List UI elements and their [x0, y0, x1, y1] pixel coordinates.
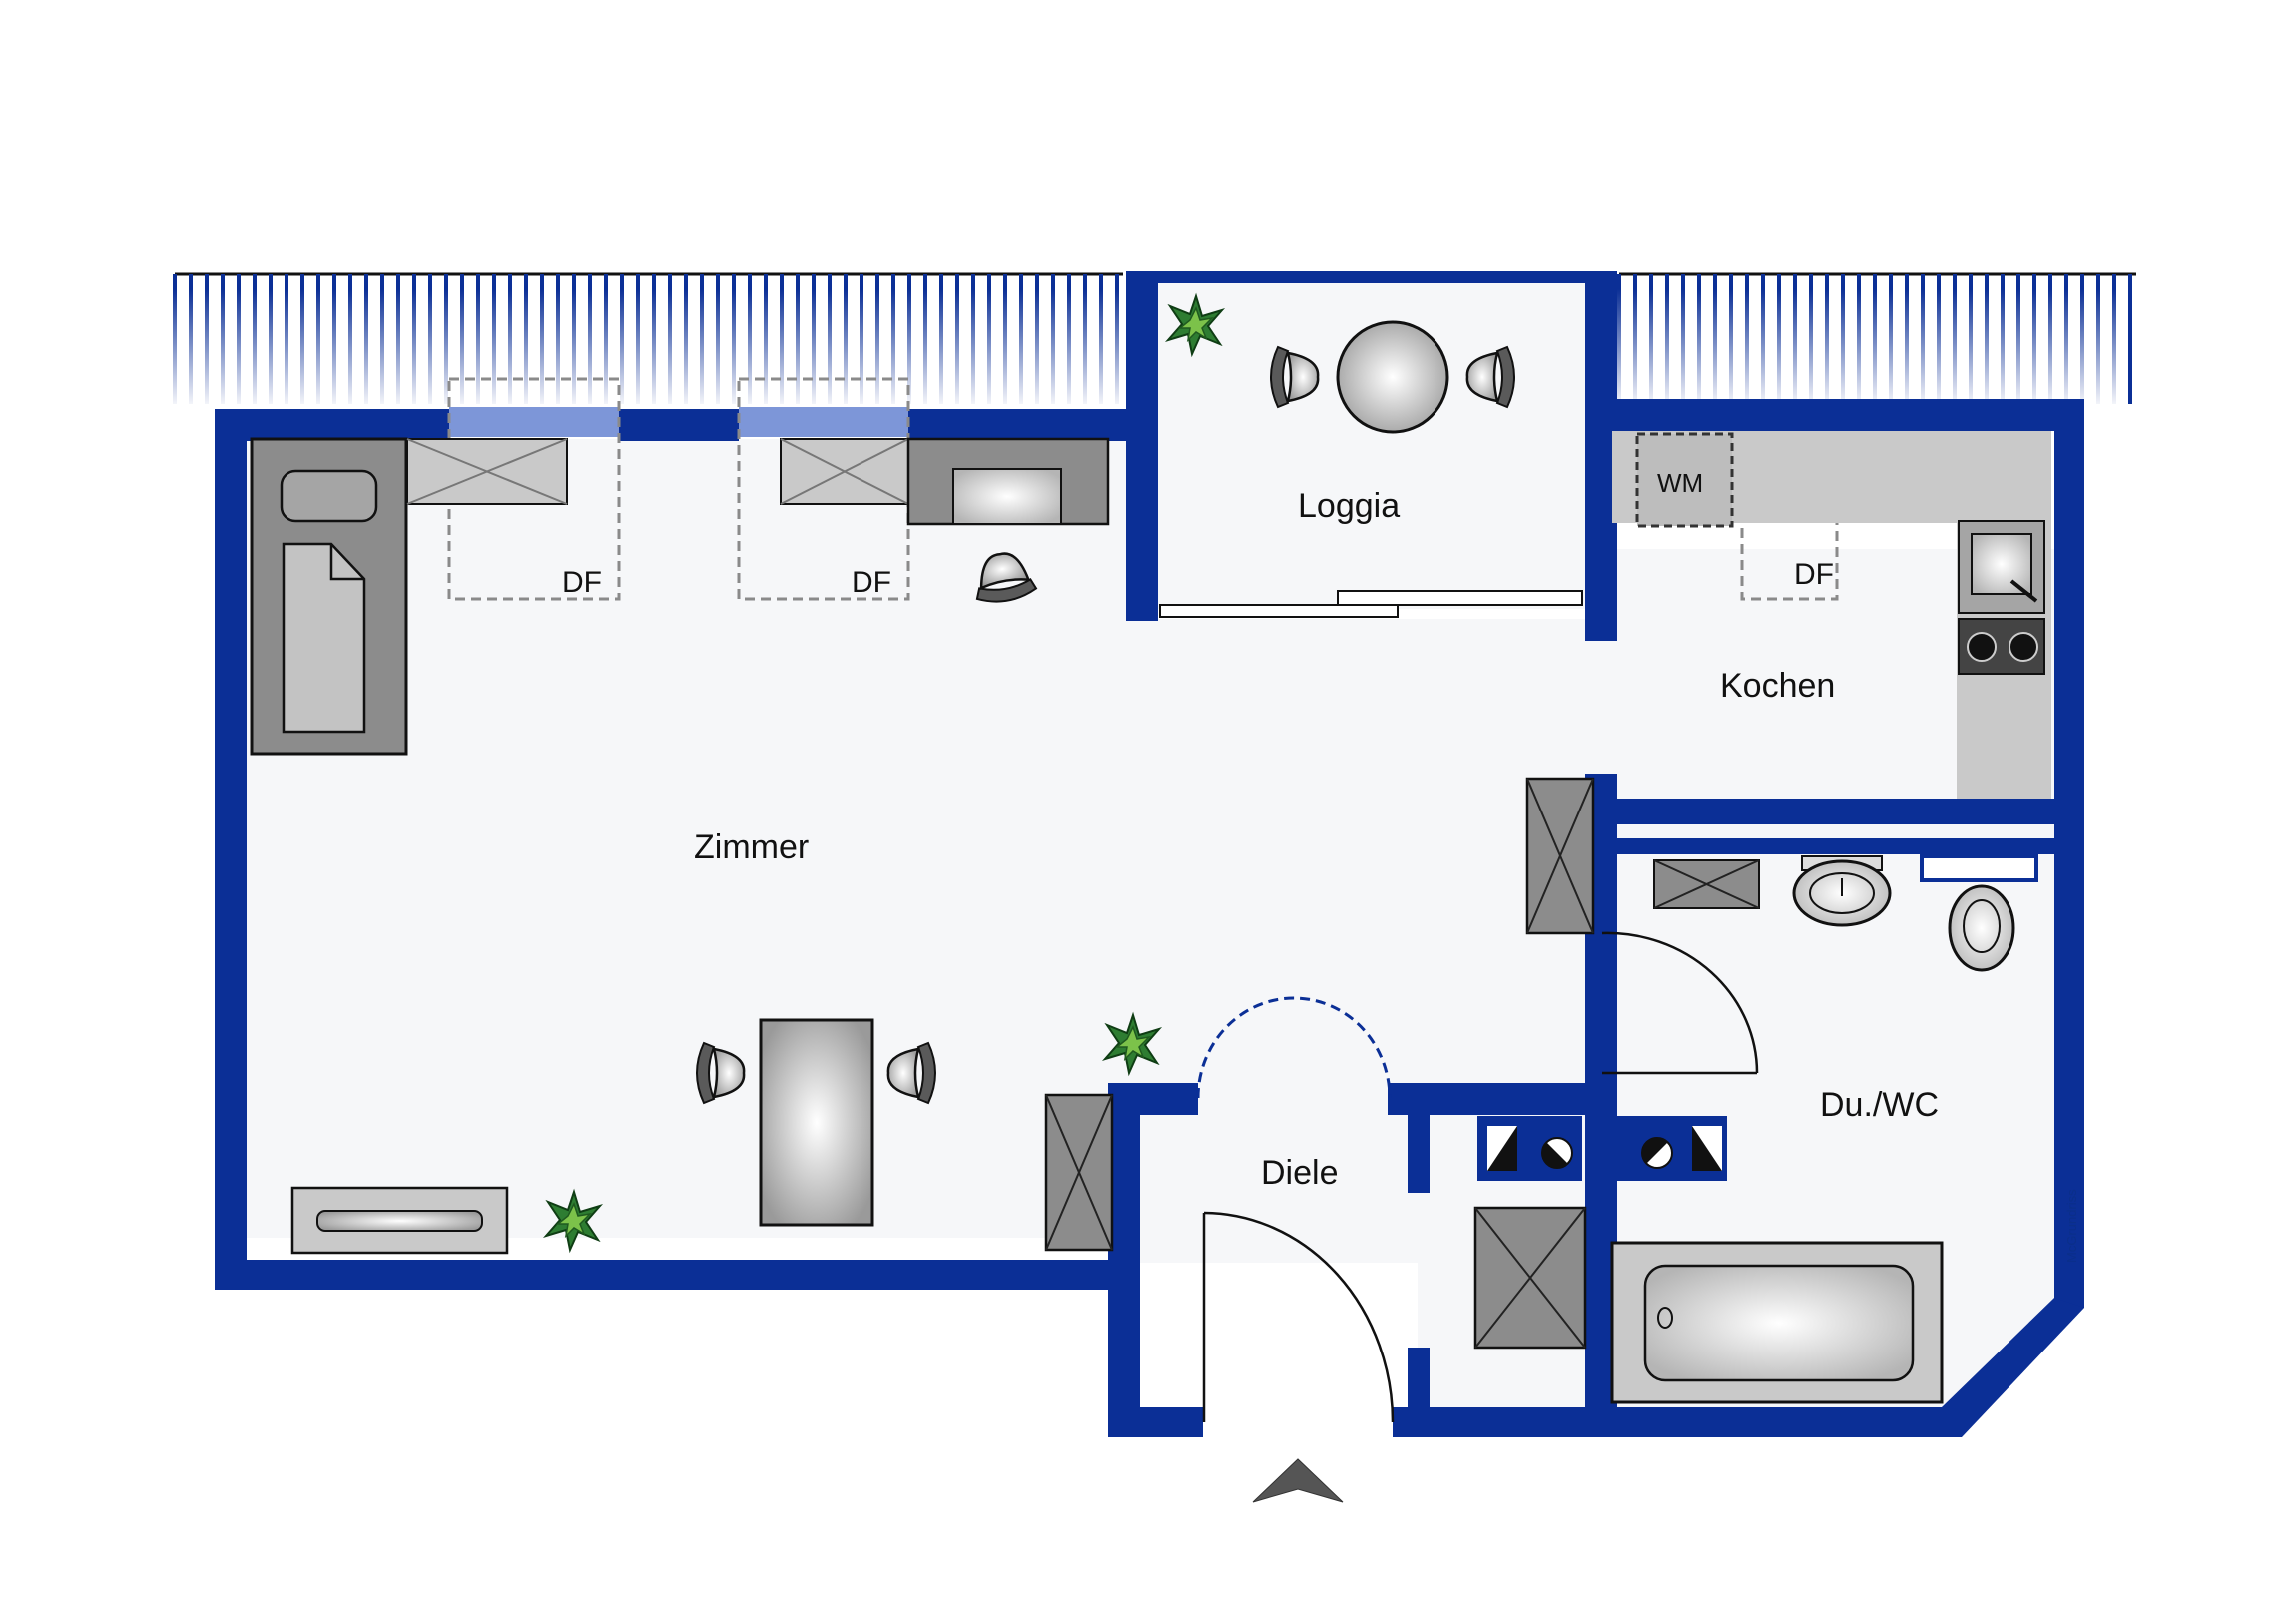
room-label-loggia: Loggia	[1298, 487, 1400, 525]
cabinet-zimmer	[1044, 1093, 1114, 1252]
room-label-zimmer: Zimmer	[694, 828, 809, 866]
wall-outer-left	[215, 409, 247, 1288]
loggia-table	[1336, 320, 1449, 434]
tv-sideboard	[290, 1186, 509, 1255]
railing-fade-right	[1602, 289, 2126, 404]
wall-loggia-left	[1126, 271, 1158, 621]
wall-loggia-right	[1585, 271, 1617, 641]
railing-fade-left	[170, 289, 1128, 404]
wall-top-left-b	[619, 409, 739, 441]
wall-top-left-c	[908, 409, 1138, 441]
wall-chamfer	[1942, 1298, 2084, 1437]
door-bathroom[interactable]	[1601, 931, 1759, 1075]
hall-wardrobe	[1473, 1206, 1587, 1350]
dining-table	[759, 1018, 874, 1227]
desk	[906, 437, 1110, 526]
wall-top-right	[1585, 399, 2084, 431]
skylight-label-3: DF	[1794, 558, 1834, 591]
wall-diele-stub	[1408, 1083, 1430, 1193]
wall-bottom-right	[1393, 1407, 1962, 1437]
shelf-under-skylight-1	[406, 438, 568, 505]
wall-diele-left	[1108, 1083, 1140, 1437]
shelf-under-skylight-2	[780, 438, 909, 505]
washing-machine	[1635, 432, 1734, 528]
wall-bottom-left	[215, 1260, 1118, 1290]
utility-installations	[1477, 1116, 1727, 1181]
skylight-label-1: DF	[562, 566, 602, 599]
skylight-1	[447, 377, 621, 601]
wall-top-left-a	[215, 409, 449, 441]
bath-shelf	[1653, 859, 1760, 909]
room-label-diele: Diele	[1261, 1154, 1338, 1192]
skylight-label-2: DF	[852, 566, 891, 599]
bathtub	[1610, 1241, 1944, 1404]
door-zimmer-opening[interactable]	[1196, 996, 1392, 1099]
bed	[250, 437, 408, 756]
washbasin	[1792, 855, 1892, 927]
door-entrance[interactable]	[1202, 1211, 1395, 1423]
wardrobe-hall	[1525, 777, 1595, 935]
skylight-windows	[449, 407, 908, 437]
entrance-arrow	[1252, 1458, 1344, 1503]
room-label-kochen: Kochen	[1720, 667, 1835, 705]
wall-kitchen-bath	[1585, 799, 2084, 824]
wall-loggia-top	[1126, 271, 1605, 283]
room-label-dusche-wc: Du./WC	[1820, 1086, 1939, 1124]
wall-diele-stub-lower	[1408, 1348, 1430, 1422]
washer-label: WM	[1657, 468, 1703, 498]
wall-diele-top-left	[1108, 1083, 1198, 1115]
wall-bath-inner-top	[1602, 838, 2061, 854]
credit-label: McGrundriss	[2064, 1189, 2079, 1263]
toilet	[1920, 854, 2038, 972]
wall-bottom-entry-left	[1108, 1407, 1203, 1437]
loggia-sliding-door	[1159, 590, 1583, 618]
